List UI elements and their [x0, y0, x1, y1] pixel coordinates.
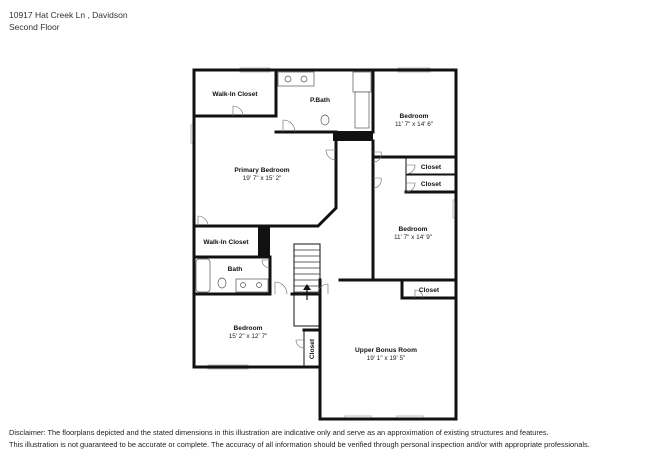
closet-d-label: Closet	[309, 338, 316, 359]
walkin-closet-top-label: Walk-In Closet	[212, 91, 258, 98]
structural-column	[333, 131, 373, 141]
primary-bedroom-label: Primary Bedroom	[234, 167, 289, 174]
bedroom-ne-label: Bedroom	[400, 113, 429, 120]
door-swings	[197, 105, 424, 349]
bonus-room-dims: 19' 1" x 19' 5"	[367, 355, 406, 362]
floor-label: Second Floor	[9, 22, 60, 32]
bedroom-sw-label: Bedroom	[234, 325, 263, 332]
bedroom-sw-dims: 15' 2" x 12' 7"	[229, 333, 268, 340]
closet-b-label: Closet	[421, 181, 442, 188]
bedroom-e-dims: 11' 7" x 14' 9"	[394, 234, 432, 241]
bedroom-e-label: Bedroom	[399, 226, 428, 233]
pbath-label: P.Bath	[310, 97, 330, 104]
disclaimer-line-1: Disclaimer: The floorplans depicted and …	[9, 428, 549, 437]
disclaimer-line-2: This illustration is not guaranteed to b…	[9, 440, 590, 449]
structural-column-2	[258, 226, 270, 257]
bath-label: Bath	[228, 266, 243, 273]
closet-a-label: Closet	[421, 164, 442, 171]
bedroom-ne-dims: 11' 7" x 14' 6"	[395, 121, 433, 128]
bonus-room-label: Upper Bonus Room	[355, 347, 417, 354]
stair-arrow-icon	[303, 284, 311, 300]
walkin-closet-bottom-label: Walk-In Closet	[203, 239, 249, 246]
stair-treads	[294, 249, 320, 293]
address-title: 10917 Hat Creek Ln , Davidson	[9, 10, 128, 20]
primary-bedroom-dims: 19' 7" x 15' 2"	[243, 175, 282, 182]
bathroom-fixtures	[195, 71, 372, 293]
walls	[192, 68, 458, 421]
closet-c-label: Closet	[419, 287, 440, 294]
